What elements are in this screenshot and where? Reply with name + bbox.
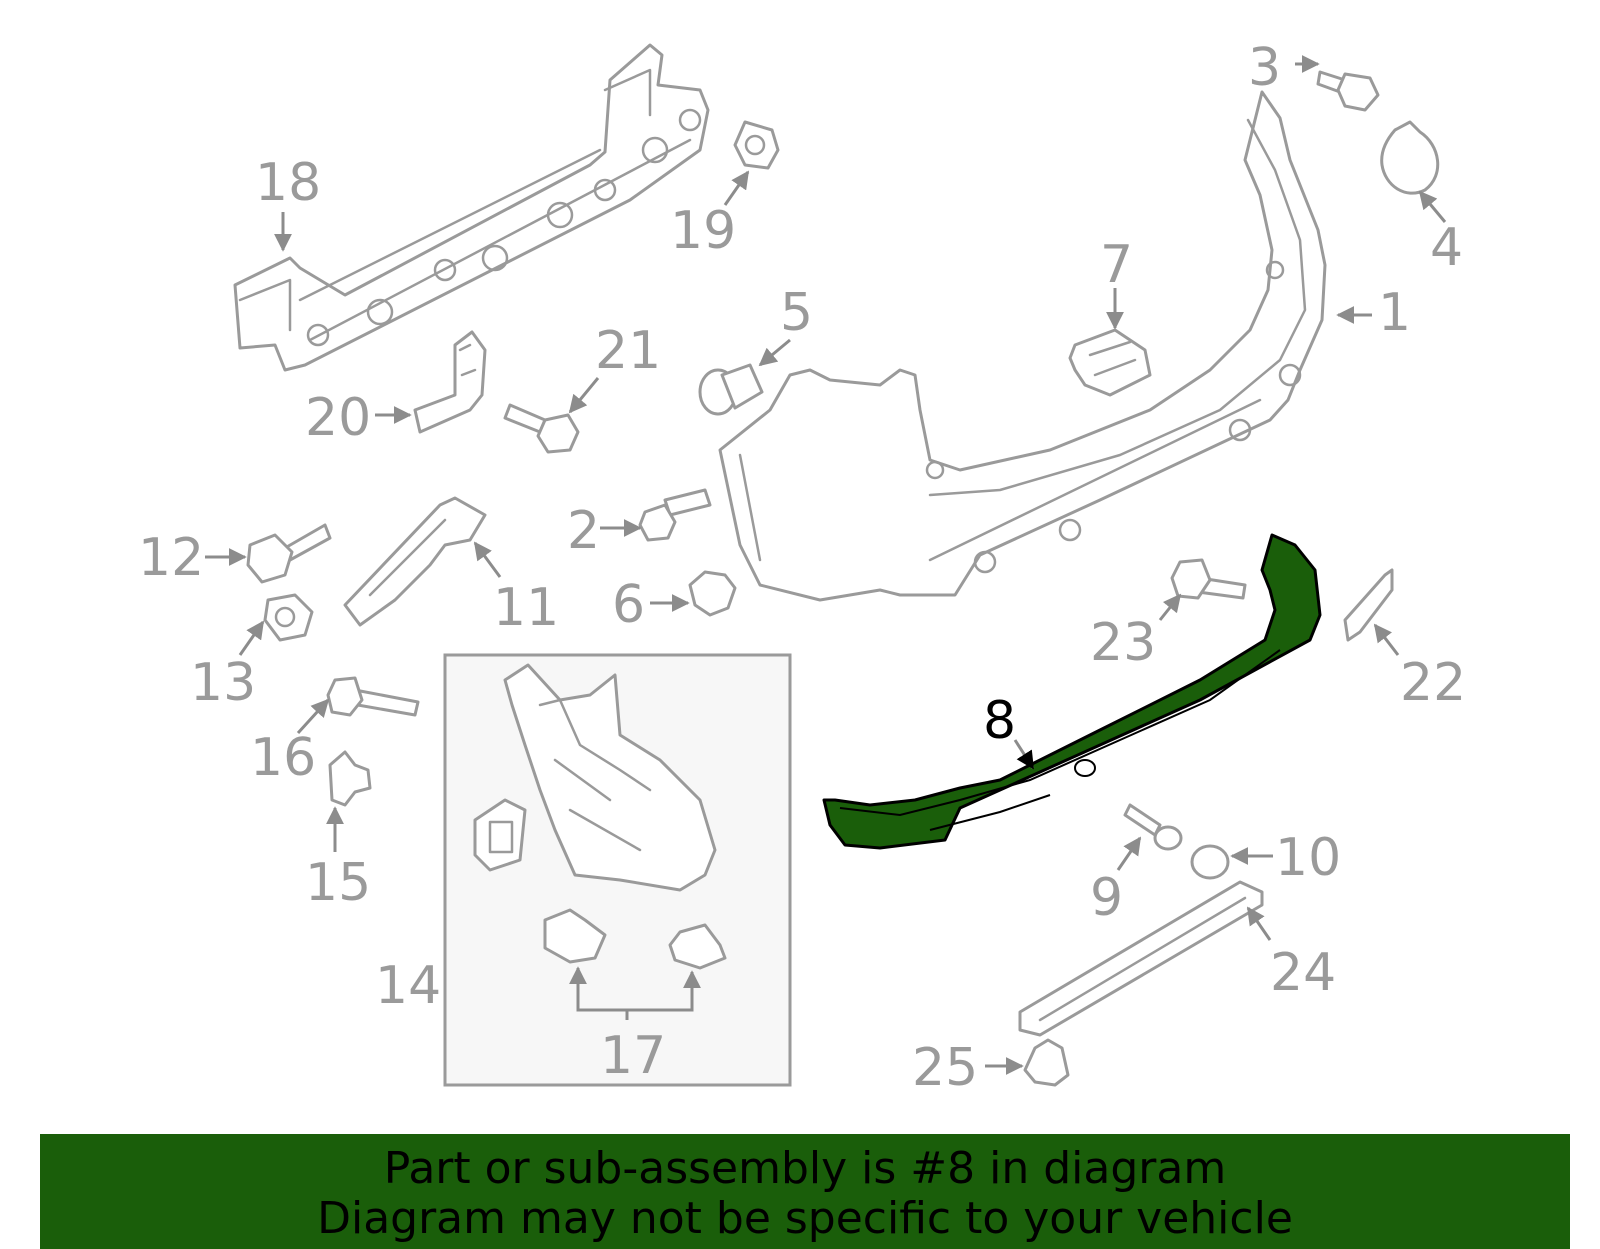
label-23: 23 (1090, 613, 1156, 673)
label-21: 21 (595, 321, 661, 381)
leader-arrows (205, 55, 1447, 1075)
parts-diagram: 18 19 3 4 1 7 5 21 20 2 6 12 11 13 16 15… (138, 38, 1466, 1098)
label-7: 7 (1100, 235, 1133, 295)
part-21-bolt[interactable] (503, 403, 580, 454)
part-15-clip[interactable] (328, 750, 372, 807)
banner-line-1: Part or sub-assembly is #8 in diagram (383, 1143, 1227, 1194)
part-9-pin[interactable] (1123, 803, 1183, 851)
info-banner: Part or sub-assembly is #8 in diagram Di… (40, 1134, 1570, 1249)
label-25: 25 (912, 1038, 978, 1098)
label-11: 11 (493, 578, 559, 638)
part-22-trim[interactable] (1343, 568, 1394, 642)
label-12: 12 (138, 528, 204, 588)
label-22: 22 (1400, 653, 1466, 713)
part-2-bolt[interactable] (638, 488, 712, 542)
label-17: 17 (600, 1026, 666, 1086)
part-14-kit-box[interactable] (443, 653, 792, 1087)
label-15: 15 (305, 853, 371, 913)
part-10-grommet[interactable] (1190, 844, 1230, 880)
label-13: 13 (190, 653, 256, 713)
part-4-cap[interactable] (1380, 120, 1440, 195)
label-24: 24 (1270, 943, 1336, 1003)
label-20: 20 (305, 388, 371, 448)
banner-line-2: Diagram may not be specific to your vehi… (317, 1193, 1293, 1244)
part-1-bumper-cover[interactable] (718, 90, 1327, 602)
label-14: 14 (375, 956, 441, 1016)
part-5-push-pin[interactable] (698, 363, 764, 416)
label-3: 3 (1248, 38, 1281, 98)
label-6: 6 (612, 575, 645, 635)
part-7-bracket[interactable] (1068, 328, 1152, 397)
label-16: 16 (250, 728, 316, 788)
label-1: 1 (1378, 283, 1411, 343)
label-10: 10 (1275, 828, 1341, 888)
part-24-support[interactable] (1018, 880, 1264, 1037)
part-16-bolt[interactable] (326, 676, 420, 717)
part-3-bolt[interactable] (1316, 70, 1380, 112)
part-11-bracket[interactable] (343, 496, 487, 627)
label-9: 9 (1090, 868, 1123, 928)
part-13-nut[interactable] (263, 593, 314, 642)
label-8: 8 (983, 691, 1016, 751)
part-8-lower-valance[interactable] (822, 533, 1322, 850)
part-25-clip[interactable] (1023, 1038, 1070, 1087)
part-12-bolt[interactable] (246, 523, 332, 584)
label-2: 2 (567, 501, 600, 561)
part-23-bolt[interactable] (1170, 558, 1247, 600)
label-19: 19 (670, 201, 736, 261)
part-18-reinforcement-beam[interactable] (233, 43, 710, 372)
part-19-nut[interactable] (733, 120, 780, 170)
label-5: 5 (780, 283, 813, 343)
part-6-clip[interactable] (688, 570, 737, 617)
label-4: 4 (1430, 218, 1463, 278)
part-20-bracket[interactable] (413, 330, 487, 434)
label-18: 18 (255, 153, 321, 213)
